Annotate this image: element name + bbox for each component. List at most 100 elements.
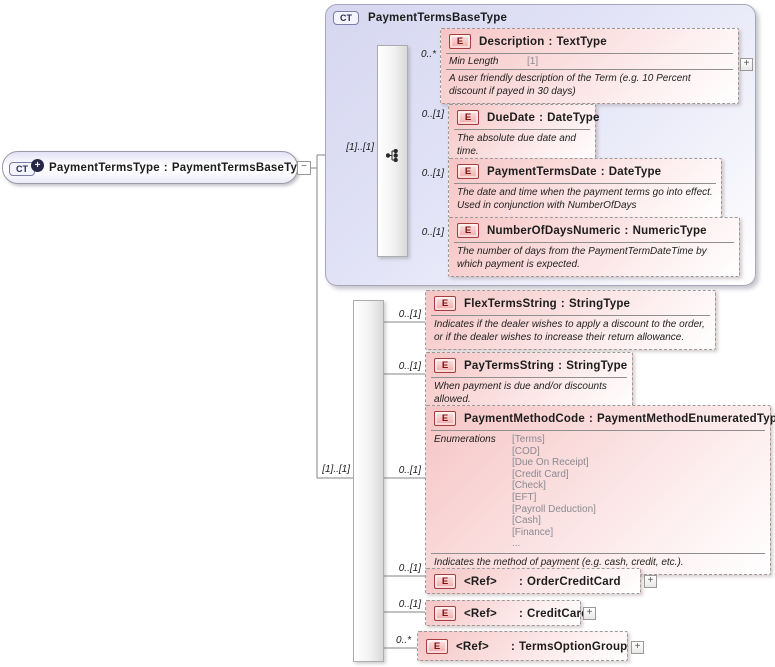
cardinality-label: 0..[1] [421, 109, 444, 120]
element-title: Description:TextType [479, 36, 607, 48]
element-badge: E [434, 296, 456, 311]
element-title: <Ref>:TermsOptionGroup [456, 641, 627, 653]
annotation: When payment is due and/or discounts all… [434, 381, 607, 405]
expand-button[interactable]: + [644, 575, 657, 588]
colon: : [588, 412, 593, 425]
element-type: DateType [547, 111, 600, 124]
divider [431, 315, 710, 316]
cardinality-label: 0..[1] [398, 309, 421, 320]
element-name: PayTermsString [464, 359, 555, 372]
element-title: DueDate:DateType [487, 112, 600, 124]
element-type: TextType [556, 35, 607, 48]
element-badge: E [426, 639, 448, 654]
element-title: PaymentMethodCode: PaymentMethodEnumerate… [464, 413, 775, 425]
enumeration-value: [Cash] [512, 515, 541, 527]
element-type: PaymentMethodEnumeratedType [597, 412, 775, 425]
element-title: <Ref>: OrderCreditCard [464, 576, 621, 588]
element-box-paytermsstring[interactable]: E PayTermsString:StringType When payment… [425, 352, 633, 412]
enumeration-value: [Check] [512, 480, 546, 492]
divider [431, 552, 765, 554]
plus-circle-icon: + [31, 158, 44, 172]
expand-button[interactable]: + [631, 641, 644, 654]
element-badge: E [449, 34, 471, 49]
element-header: E PaymentTermsDate:DateType [449, 159, 721, 183]
annotation: The date and time when the payment terms… [457, 187, 713, 211]
element-box-flextermsstring[interactable]: E FlexTermsString:StringType Indicates i… [425, 290, 716, 350]
annotation: Indicates if the dealer wishes to apply … [434, 319, 705, 343]
enumeration-value: [Payroll Deduction] [512, 503, 596, 515]
colon: : [558, 359, 563, 372]
annotation: The number of days from the PaymentTermD… [457, 246, 707, 270]
element-badge: E [434, 574, 456, 589]
enumeration-value: [COD] [512, 445, 540, 457]
divider [454, 242, 734, 243]
element-name: NumberOfDaysNumeric [487, 224, 621, 237]
colon: : [600, 165, 605, 178]
element-box-duedate[interactable]: E DueDate:DateType The absolute due date… [448, 104, 599, 164]
element-header: E <Ref>: OrderCreditCard [426, 569, 640, 593]
annotation: A user friendly description of the Term … [449, 73, 691, 97]
facet-row: Enumerations [Terms][COD][Due On Receipt… [426, 431, 770, 553]
element-type: CreditCard [527, 607, 589, 620]
element-header: E NumberOfDaysNumeric:NumericType [449, 218, 739, 242]
divider [446, 53, 733, 54]
enumeration-value: [Due On Receipt] [512, 457, 589, 469]
collapse-button[interactable]: − [297, 161, 311, 175]
root-type-title: PaymentTermsType:PaymentTermsBaseType [49, 162, 311, 174]
facet-label: Enumerations [434, 434, 496, 445]
colon: : [624, 224, 629, 237]
facet-row: Min Length [1] [441, 54, 738, 69]
element-header: E FlexTermsString:StringType [426, 291, 715, 315]
element-box-numberofdaysnumeric[interactable]: E NumberOfDaysNumeric:NumericType The nu… [448, 217, 740, 277]
element-box-paymentmethodcode[interactable]: E PaymentMethodCode:PaymentMethodEnumera… [425, 405, 775, 576]
element-name: PaymentMethodCode [464, 412, 585, 425]
root-type-name: PaymentTermsType [49, 161, 160, 174]
element-type: NumericType [632, 224, 707, 237]
element-name: FlexTermsString [464, 297, 557, 310]
divider [431, 430, 765, 431]
cardinality-label: 0..* [420, 49, 436, 60]
element-header: E PaymentMethodCode:PaymentMethodEnumera… [426, 406, 775, 430]
element-name: <Ref> [464, 575, 497, 588]
element-type: OrderCreditCard [527, 575, 621, 588]
colon: : [560, 297, 565, 310]
colon: : [518, 607, 523, 620]
root-base-type: PaymentTermsBaseType [171, 161, 311, 174]
element-name: PaymentTermsDate [487, 165, 597, 178]
cardinality-label: 0..[1] [398, 465, 421, 476]
element-name: DueDate [487, 111, 536, 124]
element-title: <Ref>:CreditCard [464, 608, 588, 620]
element-box-ref-ordercreditcard[interactable]: E <Ref>: OrderCreditCard [425, 568, 641, 594]
element-header: E DueDate:DateType [449, 105, 599, 129]
element-box-ref-termsoptiongroup[interactable]: E <Ref>:TermsOptionGroup [417, 631, 628, 661]
expand-button[interactable]: + [583, 607, 596, 620]
element-badge: E [457, 223, 479, 238]
element-header: E Description:TextType [441, 29, 738, 53]
colon: : [510, 640, 515, 653]
element-type: StringType [566, 359, 628, 372]
cardinality-label: 0..[1] [398, 563, 421, 574]
element-header: E PayTermsString:StringType [426, 353, 632, 377]
element-box-ref-creditcard[interactable]: E <Ref>:CreditCard [425, 600, 588, 626]
cardinality-label: 0..[1] [421, 227, 444, 238]
colon: : [539, 111, 544, 124]
element-header: E <Ref>:TermsOptionGroup [418, 632, 627, 660]
complex-type-plus-badge: CT + [9, 158, 44, 177]
expand-button[interactable]: + [740, 58, 753, 71]
enumeration-value: [Credit Card] [512, 468, 569, 480]
element-badge: E [434, 606, 456, 621]
element-name: Description [479, 35, 545, 48]
root-type-node[interactable]: CT + PaymentTermsType:PaymentTermsBaseTy… [2, 151, 311, 184]
divider [454, 129, 590, 130]
divider [431, 377, 627, 378]
enumeration-value: [EFT] [512, 491, 537, 503]
element-title: PayTermsString:StringType [464, 360, 627, 372]
element-badge: E [457, 164, 479, 179]
base-type-header: CT PaymentTermsBaseType [326, 5, 755, 25]
element-box-paymenttermsdate[interactable]: E PaymentTermsDate:DateType The date and… [448, 158, 722, 218]
colon: : [518, 575, 523, 588]
element-box-description[interactable]: E Description:TextType Min Length [1] A … [440, 28, 739, 104]
element-title: PaymentTermsDate:DateType [487, 166, 661, 178]
enumeration-value: [Finance] [512, 526, 554, 538]
